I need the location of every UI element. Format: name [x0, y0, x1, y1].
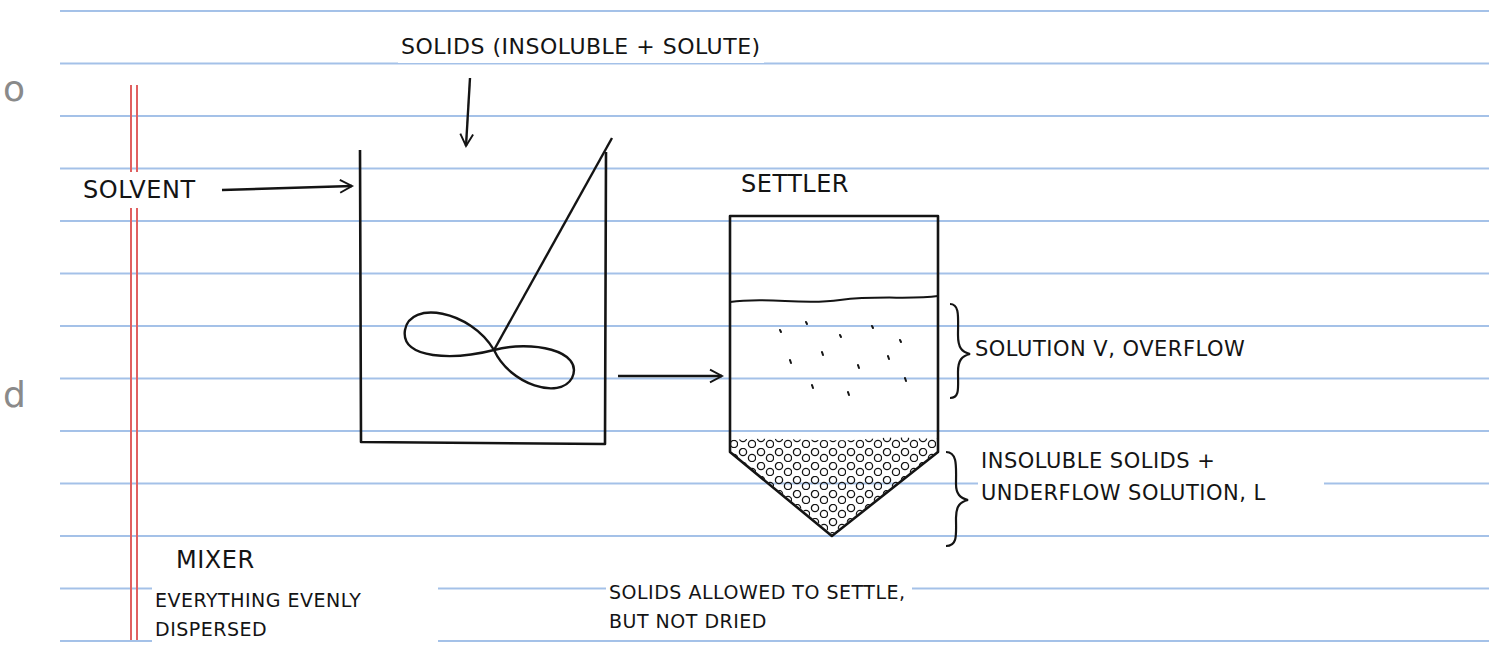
underflow-brace	[946, 452, 968, 546]
vessel-wall	[360, 150, 606, 444]
impeller-shaft	[494, 138, 612, 350]
settler-wall	[730, 216, 938, 536]
settler-outline	[728, 214, 940, 538]
feed-label: SOLIDS (INSOLUBLE + SOLUTE)	[398, 30, 764, 63]
settler-note: SOLIDS ALLOWED TO SETTLE, BUT NOT DRIED	[606, 578, 912, 635]
clipped-slide-text: o	[0, 62, 29, 116]
liquid-surface	[730, 296, 938, 302]
underflow-label: INSOLUBLE SOLIDS + UNDERFLOW SOLUTION, L	[978, 446, 1324, 509]
impeller-blades	[405, 313, 574, 389]
overflow-label: SOLUTION V, OVERFLOW	[972, 334, 1248, 366]
solvent-arrow	[222, 186, 352, 190]
mixer-note: EVERYTHING EVENLY DISPERSED	[152, 586, 438, 643]
fine-particles	[780, 322, 906, 395]
flow-arrow	[618, 375, 722, 377]
ruled-lines	[60, 0, 1489, 670]
solvent-label: SOLVENT	[80, 172, 199, 208]
vessel-outline	[358, 148, 608, 446]
feed-arrow	[466, 78, 470, 146]
overflow-brace	[950, 304, 970, 398]
unit-heading: MIXER	[173, 546, 258, 575]
mixer-vessel: MIXER	[358, 148, 608, 446]
clipped-slide-text: d	[0, 368, 29, 422]
settled-solids	[731, 437, 937, 534]
settler-tank: SETTLER	[728, 214, 940, 538]
unit-heading: SETTLER	[738, 170, 852, 199]
margin-line	[130, 85, 132, 640]
margin-line	[136, 85, 138, 640]
